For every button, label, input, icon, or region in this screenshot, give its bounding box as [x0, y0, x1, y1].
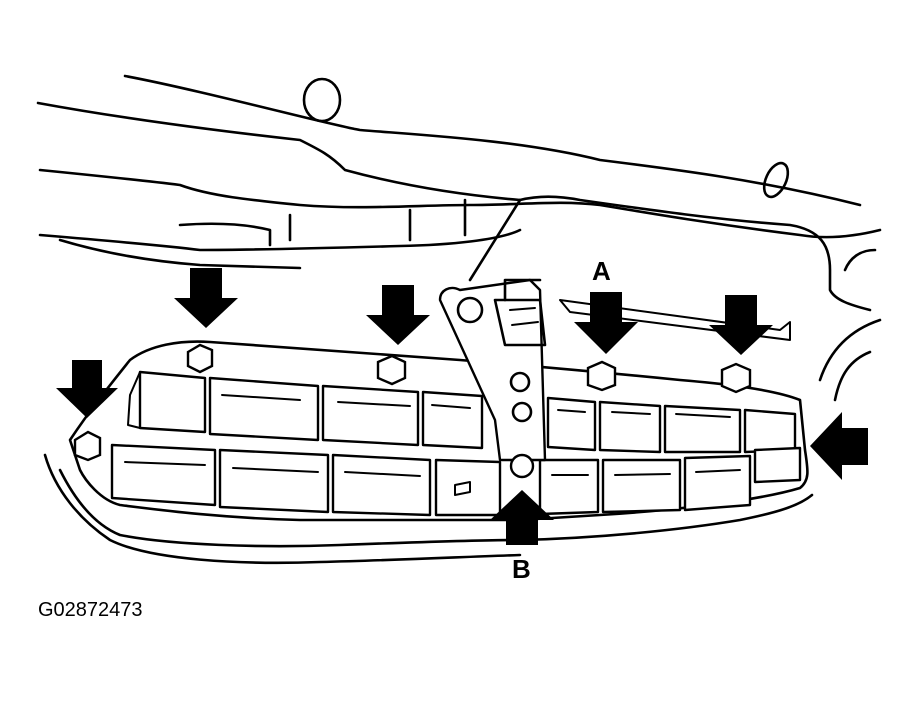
- arrow-left-outer: [56, 360, 118, 418]
- clip-6: [509, 453, 535, 479]
- clip-1: [186, 343, 214, 374]
- body-panel-lines: [36, 74, 882, 402]
- arrow-callout-b: [490, 490, 554, 545]
- figure-id-label: G02872473: [38, 599, 143, 621]
- callout-label-a: A: [592, 256, 611, 286]
- callout-label-b: B: [512, 554, 531, 584]
- clip-5: [73, 430, 102, 462]
- arrow-left-upper: [174, 268, 238, 328]
- clip-3: [586, 360, 617, 392]
- arrow-right-upper: [709, 295, 773, 355]
- clip-4: [720, 362, 752, 394]
- fastener-clips: [73, 343, 752, 479]
- grille-assembly: [43, 340, 814, 565]
- arrow-center-upper: [366, 285, 430, 345]
- clip-2: [376, 354, 407, 386]
- arrow-right-side: [810, 412, 868, 480]
- arrow-callout-a: [574, 292, 638, 354]
